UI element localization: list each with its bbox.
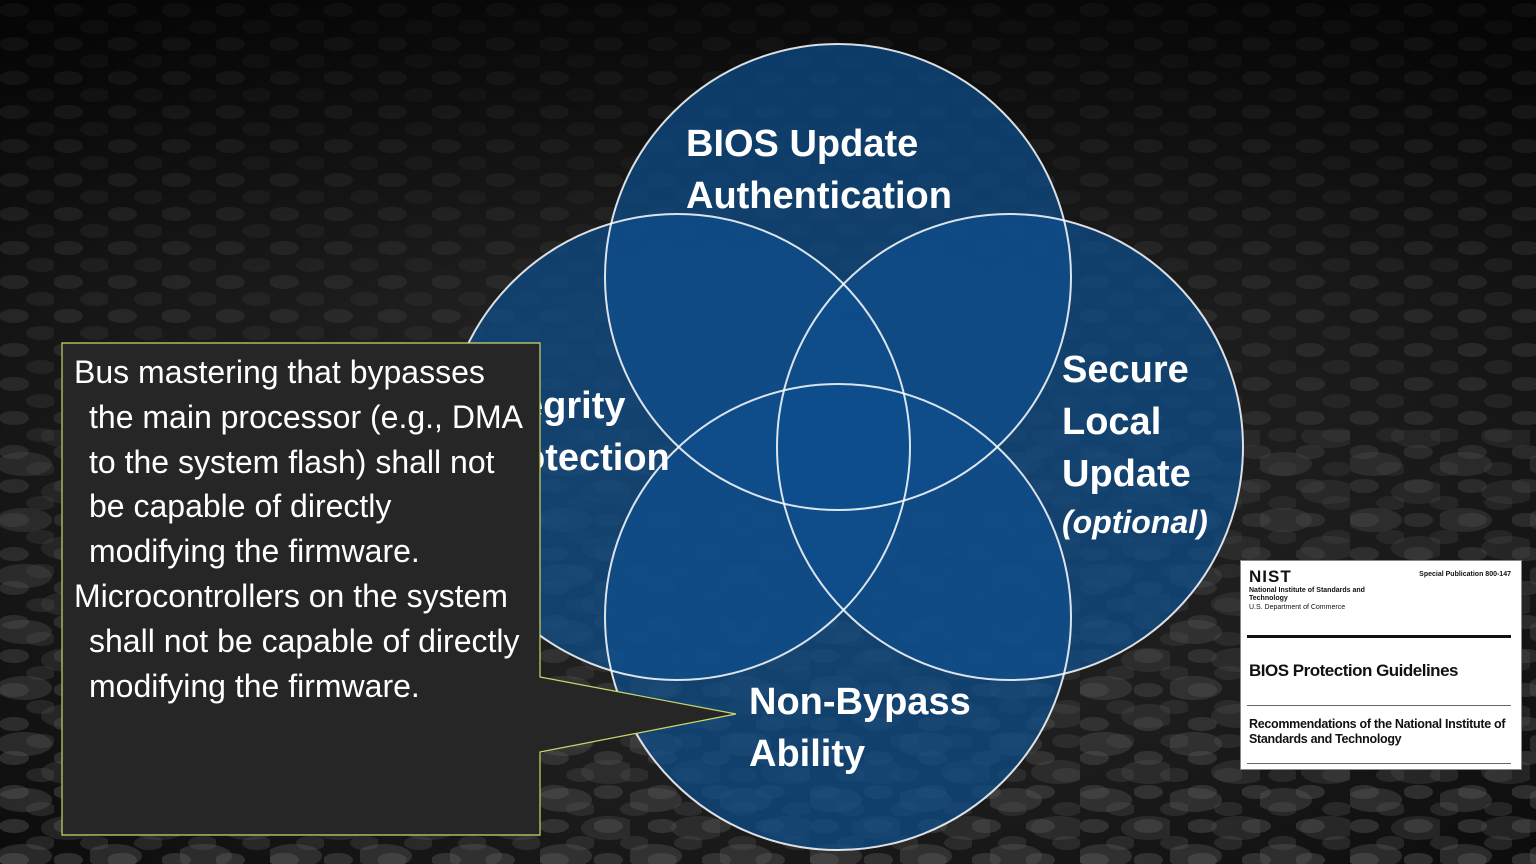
nist-publication-number: Special Publication 800-147 — [1419, 571, 1511, 578]
label-line: otection — [522, 437, 670, 479]
nist-department: U.S. Department of Commerce — [1249, 604, 1346, 611]
label-line: Local — [1062, 401, 1162, 443]
nist-institute-name: National Institute of Standards and Tech… — [1249, 587, 1365, 602]
circle-secure-local-update-outline — [776, 213, 1244, 681]
callout-paragraph: Microcontrollers on the system shall not… — [74, 577, 520, 704]
nist-document-subtitle: Recommendations of the National Institut… — [1249, 717, 1506, 746]
optional-note: (optional) — [1062, 504, 1208, 540]
divider — [1247, 635, 1511, 638]
circle-non-bypass-ability-outline — [604, 383, 1072, 851]
callout-text: Bus mastering that bypasses the main pro… — [74, 350, 534, 708]
circle-label-non-bypass-ability: Non-Bypass Ability — [749, 676, 971, 780]
label-line: Secure — [1062, 349, 1189, 391]
label-line: Authentication — [686, 175, 952, 217]
divider — [1247, 705, 1511, 706]
circle-label-bios-update-authentication: BIOS Update Authentication — [686, 118, 952, 222]
divider — [1247, 763, 1511, 764]
label-line: Ability — [749, 733, 866, 775]
label-line: Non-Bypass — [749, 681, 971, 723]
label-line: BIOS Update — [686, 123, 919, 165]
callout-outline — [61, 342, 737, 836]
nist-document-thumbnail: NIST National Institute of Standards and… — [1240, 560, 1522, 770]
nist-document-title: BIOS Protection Guidelines — [1249, 661, 1458, 680]
nist-logo: NIST — [1249, 567, 1292, 586]
callout-paragraph: Bus mastering that bypasses the main pro… — [74, 354, 522, 570]
circle-non-bypass-ability — [605, 384, 1071, 850]
circle-label-secure-local-update: Secure Local Update (optional) — [1062, 344, 1208, 544]
label-line: Update — [1062, 453, 1191, 495]
circle-bios-update-authentication-outline — [604, 43, 1072, 511]
